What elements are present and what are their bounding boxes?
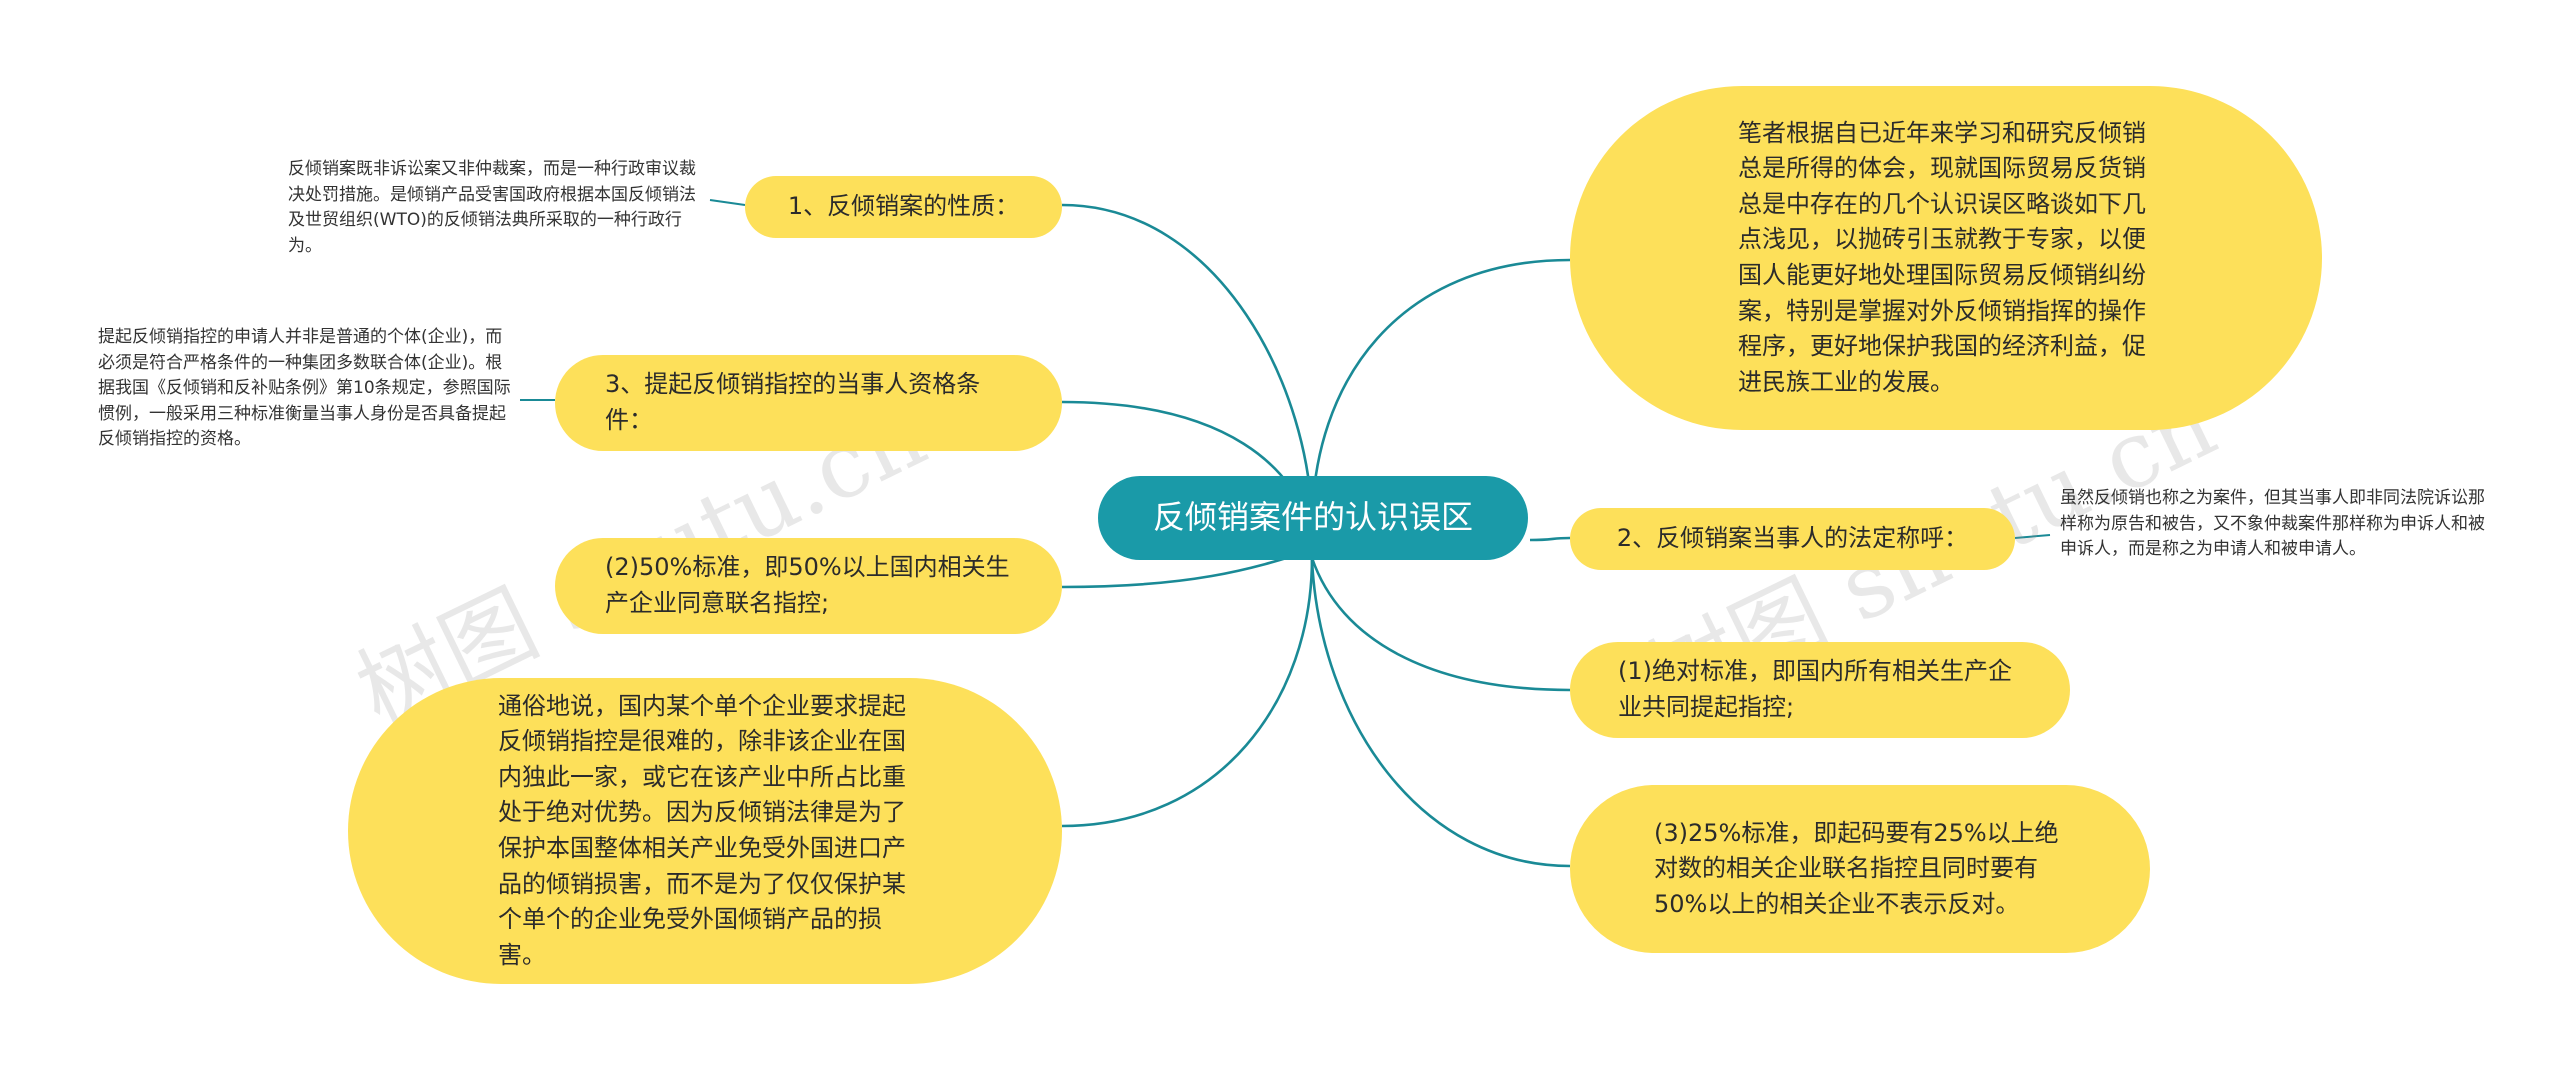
link-nature [1061, 203, 1314, 529]
branch-nature-label: 1、反倾销案的性质： [787, 192, 1020, 221]
note-title: 虽然反倾销也称之为案件，但其当事人即非同法院诉讼那样称为原告和被告，又不象仲裁案… [2060, 488, 2485, 559]
branch-absolute-label: (1)绝对标准，即国内所有相关生产企业共同提起指控; [1618, 657, 2012, 721]
link-title [1529, 536, 1571, 542]
branch-popular[interactable]: 通俗地说，国内某个单个企业要求提起反倾销指控是很难的，除非该企业在国内独此一家，… [348, 678, 1062, 984]
branch-intro-label: 笔者根据自已近年来学习和研究反倾销总是所得的体会，现就国际贸易反货销总是中存在的… [1738, 118, 2146, 396]
link-absolute [1310, 557, 1571, 692]
note-connector-title [2014, 534, 2051, 539]
note-applicant: 提起反倾销指控的申请人并非是普通的个体(企业)，而必须是符合严格条件的一种集团多… [98, 327, 511, 449]
branch-intro[interactable]: 笔者根据自已近年来学习和研究反倾销总是所得的体会，现就国际贸易反货销总是中存在的… [1570, 86, 2322, 430]
branch-applicant-label: 3、提起反倾销指控的当事人资格条件： [605, 370, 981, 434]
branch-title[interactable]: 2、反倾销案当事人的法定称呼： [1570, 508, 2015, 570]
branch-nature[interactable]: 1、反倾销案的性质： [745, 176, 1062, 238]
branch-std50-label: (2)50%标准，即50%以上国内相关生产企业同意联名指控; [605, 553, 1010, 617]
branch-popular-label: 通俗地说，国内某个单个企业要求提起反倾销指控是很难的，除非该企业在国内独此一家，… [498, 691, 906, 969]
note-connector-nature [709, 199, 746, 206]
branch-applicant[interactable]: 3、提起反倾销指控的当事人资格条件： [555, 355, 1062, 451]
branch-std25[interactable]: (3)25%标准，即起码要有25%以上绝对数的相关企业联名指控且同时要有50%以… [1570, 785, 2150, 953]
note-nature: 反倾销案既非诉讼案又非仲裁案，而是一种行政审议裁决处罚措施。是倾销产品受害国政府… [288, 159, 696, 256]
branch-absolute[interactable]: (1)绝对标准，即国内所有相关生产企业共同提起指控; [1570, 642, 2070, 738]
link-intro [1310, 258, 1571, 529]
branch-std25-label: (3)25%标准，即起码要有25%以上绝对数的相关企业联名指控且同时要有50%以… [1654, 818, 2059, 918]
central-topic[interactable]: 反倾销案件的认识误区 [1098, 476, 1528, 560]
link-std25 [1310, 559, 1571, 868]
central-topic-label: 反倾销案件的认识误区 [1152, 498, 1473, 537]
branch-title-label: 2、反倾销案当事人的法定称呼： [1616, 524, 1969, 553]
branch-std50[interactable]: (2)50%标准，即50%以上国内相关生产企业同意联名指控; [555, 538, 1062, 634]
link-popular [1061, 557, 1314, 828]
